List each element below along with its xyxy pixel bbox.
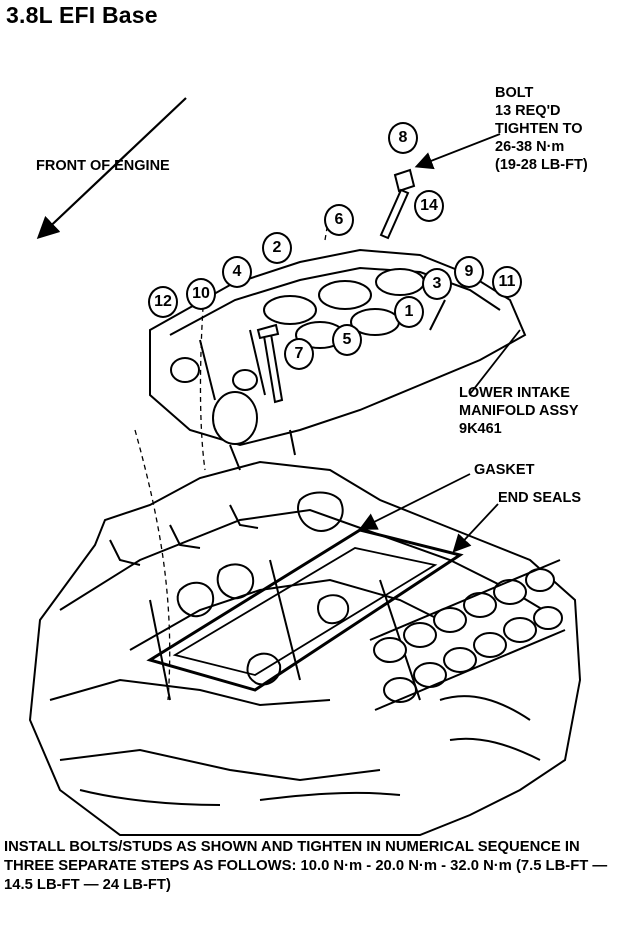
leader-lines — [358, 133, 521, 553]
bolt-label: BOLT 13 REQ'D TIGHTEN TO 26-38 N·m (19-2… — [495, 84, 588, 174]
callout-10: 10 — [186, 278, 216, 310]
callout-3: 3 — [422, 268, 452, 300]
install-instruction: INSTALL BOLTS/STUDS AS SHOWN AND TIGHTEN… — [4, 839, 608, 893]
end-seals-label: END SEALS — [498, 490, 581, 506]
bolt-line-4: 26-38 N·m — [495, 139, 565, 155]
callout-7: 7 — [284, 338, 314, 370]
callout-14: 14 — [414, 190, 444, 222]
lower-intake-line-2: MANIFOLD ASSY — [459, 403, 579, 419]
callout-9: 9 — [454, 256, 484, 288]
callout-4: 4 — [222, 256, 252, 288]
front-of-engine-label: FRONT OF ENGINE — [36, 158, 170, 174]
bolts — [256, 168, 416, 404]
callout-1: 1 — [394, 296, 424, 328]
bolt-line-2: 13 REQ'D — [495, 103, 561, 119]
callout-6: 6 — [324, 204, 354, 236]
front-arrow — [36, 97, 187, 240]
callout-12: 12 — [148, 286, 178, 318]
diagram-title: 3.8L EFI Base — [6, 2, 158, 28]
lower-intake-label: LOWER INTAKE MANIFOLD ASSY 9K461 — [459, 384, 579, 438]
valve-train — [369, 559, 566, 711]
gasket-outline — [146, 528, 464, 692]
bolt-line-5: (19-28 LB-FT) — [495, 157, 588, 173]
callout-8: 8 — [388, 122, 418, 154]
callout-5: 5 — [332, 324, 362, 356]
bolt-line-1: BOLT — [495, 85, 534, 101]
lower-intake-line-3: 9K461 — [459, 421, 502, 437]
engine-block — [28, 460, 582, 836]
callout-11: 11 — [492, 266, 522, 298]
gasket-label: GASKET — [474, 462, 535, 478]
callout-2: 2 — [262, 232, 292, 264]
bolt-line-3: TIGHTEN TO — [495, 121, 583, 137]
lower-intake-line-1: LOWER INTAKE — [459, 385, 570, 401]
